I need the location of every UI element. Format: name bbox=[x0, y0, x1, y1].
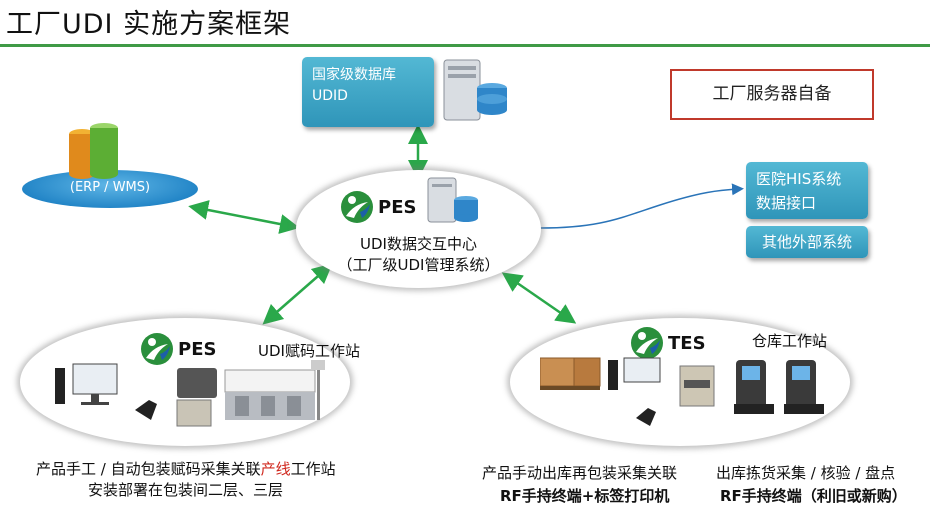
center-title: UDI数据交互中心 bbox=[360, 235, 477, 253]
warehouse-equipment-illustration bbox=[540, 357, 824, 426]
data-interface-label: 数据接口 bbox=[756, 194, 817, 212]
hospital-his-label: 医院HIS系统 bbox=[756, 170, 842, 188]
arrow-erp-center bbox=[188, 200, 300, 234]
national-database-label: 国家级数据库 bbox=[312, 67, 396, 83]
udid-label: UDID bbox=[312, 88, 348, 104]
coding-logo-text: PES bbox=[178, 338, 217, 360]
erp-wms-label: (ERP / WMS) bbox=[69, 180, 151, 195]
warehouse-caption-left1: 产品手动出库再包装采集关联 bbox=[482, 464, 678, 482]
warehouse-caption-right2: RF手持终端（利旧或新购） bbox=[720, 487, 907, 505]
coding-caption-line2: 安装部署在包装间二层、三层 bbox=[88, 481, 284, 499]
factory-server-note: 工厂服务器自备 bbox=[670, 69, 874, 120]
national-database-box: 国家级数据库 UDID bbox=[302, 57, 434, 127]
center-server-icon bbox=[427, 177, 478, 223]
server-icon bbox=[443, 59, 507, 121]
pes-logo-icon bbox=[141, 333, 173, 365]
warehouse-logo-text: TES bbox=[668, 332, 706, 354]
arrow-center-coding bbox=[262, 263, 333, 325]
hospital-his-box: 医院HIS系统 数据接口 bbox=[746, 162, 868, 219]
other-external-systems-box: 其他外部系统 bbox=[746, 226, 868, 258]
center-subtitle: （工厂级UDI管理系统） bbox=[337, 256, 500, 274]
coding-equipment-illustration bbox=[55, 360, 325, 427]
center-logo-text: PES bbox=[378, 196, 417, 218]
database-stack-icon bbox=[69, 123, 118, 179]
barcode-scanner-icon bbox=[135, 400, 157, 420]
tes-logo-icon bbox=[631, 327, 663, 359]
warehouse-caption-left2: RF手持终端+标签打印机 bbox=[500, 487, 670, 505]
udi-exchange-center bbox=[296, 170, 541, 288]
coding-caption-line1: 产品手工 / 自动包装赋码采集关联产线工作站 bbox=[36, 460, 336, 478]
coding-pes-logo: PES bbox=[140, 332, 216, 366]
warehouse-station-title: 仓库工作站 bbox=[752, 332, 828, 350]
arrow-center-warehouse bbox=[501, 272, 577, 324]
pes-logo-icon bbox=[341, 191, 373, 223]
coding-station-title: UDI赋码工作站 bbox=[258, 342, 360, 360]
page-title: 工厂UDI 实施方案框架 bbox=[6, 9, 292, 40]
warehouse-caption-right1: 出库拣货采集 / 核验 / 盘点 bbox=[716, 464, 896, 482]
arrow-center-hospital bbox=[539, 183, 744, 229]
barcode-scanner-icon bbox=[636, 408, 656, 426]
center-pes-logo: PES bbox=[340, 190, 416, 224]
title-divider bbox=[0, 44, 930, 47]
warehouse-tes-logo: TES bbox=[630, 326, 706, 360]
